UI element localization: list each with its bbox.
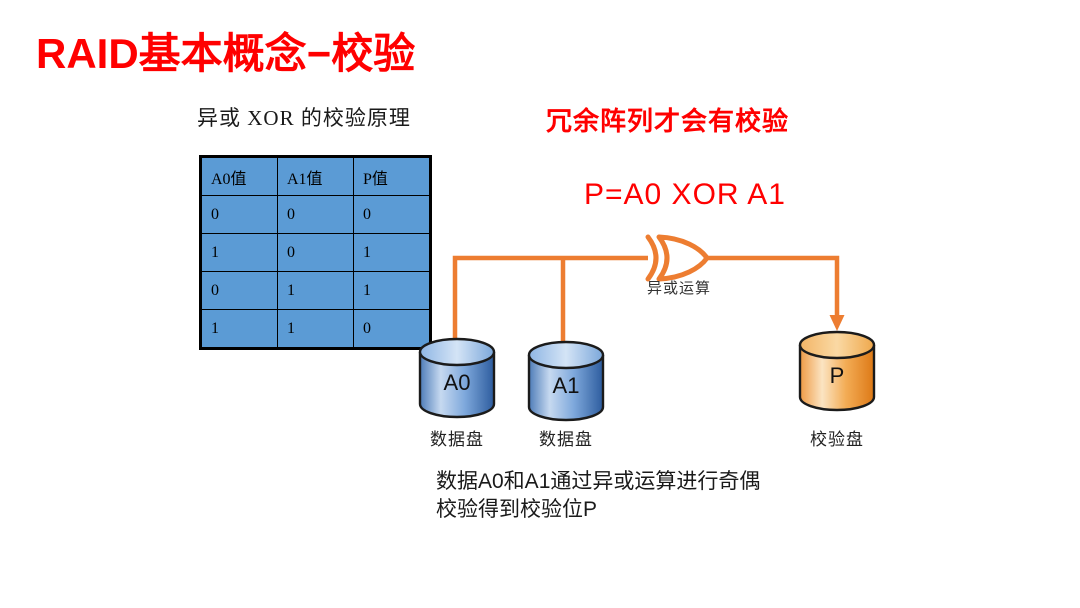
disk-caption-p: 校验盘 [810, 430, 864, 449]
disk-label-p: P [829, 363, 845, 388]
table-cell: 0 [353, 195, 431, 234]
table-cell: 1 [353, 271, 431, 310]
table-header-p: P值 [353, 156, 431, 196]
xor-truth-table: A0值 A1值 P值 0 0 0 1 0 1 0 1 1 1 [199, 155, 432, 350]
xor-gate-icon [645, 234, 710, 282]
xor-principle-heading: 异或 XOR 的校验原理 [197, 106, 411, 130]
table-row: 1 1 0 [200, 309, 431, 349]
table-cell: 1 [353, 233, 431, 272]
disk-a1: A1 [525, 339, 607, 423]
table-cell: 1 [277, 309, 354, 349]
disk-label-a0: A0 [443, 370, 471, 395]
table-row: 0 0 0 [200, 195, 431, 234]
disk-caption-a0: 数据盘 [430, 430, 484, 449]
cylinder-icon [798, 330, 876, 412]
xor-gate-label: 异或运算 [647, 281, 712, 297]
table-cell: 0 [277, 195, 354, 234]
table-header-row: A0值 A1值 P值 [200, 156, 431, 196]
table-cell: 0 [200, 271, 278, 310]
table-row: 0 1 1 [200, 271, 431, 310]
redundant-array-heading: 冗余阵列才会有校验 [546, 107, 790, 136]
slide-title: RAID基本概念−校验 [36, 30, 416, 77]
cylinder-icon [418, 337, 496, 419]
cylinder-icon [527, 340, 605, 422]
disk-caption-a1: 数据盘 [539, 430, 593, 449]
table-cell: 0 [353, 309, 431, 349]
description-line-1: 数据A0和A1通过异或运算进行奇偶 [436, 470, 761, 493]
table-cell: 1 [200, 233, 278, 272]
disk-a0: A0 [416, 336, 498, 420]
description-line-2: 校验得到校验位P [436, 498, 598, 521]
table-row: 1 0 1 [200, 233, 431, 272]
disk-label-a1: A1 [552, 373, 580, 398]
table-header-a0: A0值 [200, 156, 278, 196]
parity-formula: P=A0 XOR A1 [584, 178, 786, 211]
table-cell: 1 [200, 309, 278, 349]
description-text: 数据A0和A1通过异或运算进行奇偶 校验得到校验位P [436, 468, 760, 524]
table-cell: 0 [277, 233, 354, 272]
disk-p: P [796, 329, 878, 413]
table-header-a1: A1值 [277, 156, 354, 196]
table-cell: 0 [200, 195, 278, 234]
table-cell: 1 [277, 271, 354, 310]
